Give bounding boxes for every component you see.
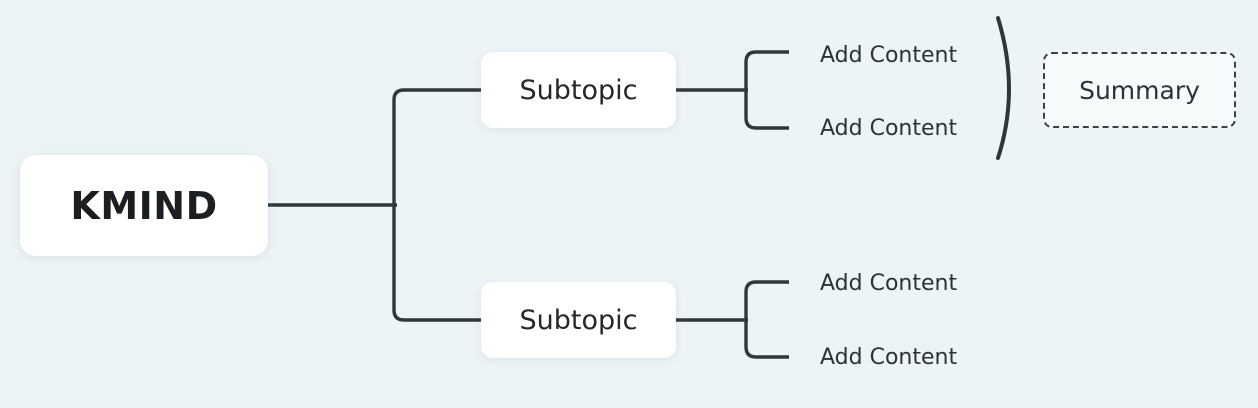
add-content-node-1[interactable]: Add Content (820, 40, 1050, 70)
subtopic-node-2-label: Subtopic (519, 304, 638, 336)
add-content-node-3[interactable]: Add Content (820, 268, 1050, 298)
subtopic-node-1[interactable]: Subtopic (481, 52, 676, 128)
root-node-label: KMIND (70, 183, 218, 228)
root-node[interactable]: KMIND (20, 155, 268, 256)
add-content-node-4-label: Add Content (820, 344, 958, 370)
add-content-node-1-label: Add Content (820, 42, 958, 68)
edge-root-branch-bracket (392, 88, 481, 322)
add-content-node-4[interactable]: Add Content (820, 342, 1050, 372)
edge-subtopic-b-children-bracket (744, 280, 789, 359)
edge-subtopic-a-children-bracket (744, 50, 789, 130)
subtopic-node-1-label: Subtopic (519, 74, 638, 106)
summary-node-label: Summary (1079, 75, 1200, 105)
subtopic-node-2[interactable]: Subtopic (481, 282, 676, 358)
add-content-node-2-label: Add Content (820, 115, 958, 141)
add-content-node-2[interactable]: Add Content (820, 113, 1050, 143)
add-content-node-3-label: Add Content (820, 270, 958, 296)
summary-node[interactable]: Summary (1043, 52, 1236, 128)
